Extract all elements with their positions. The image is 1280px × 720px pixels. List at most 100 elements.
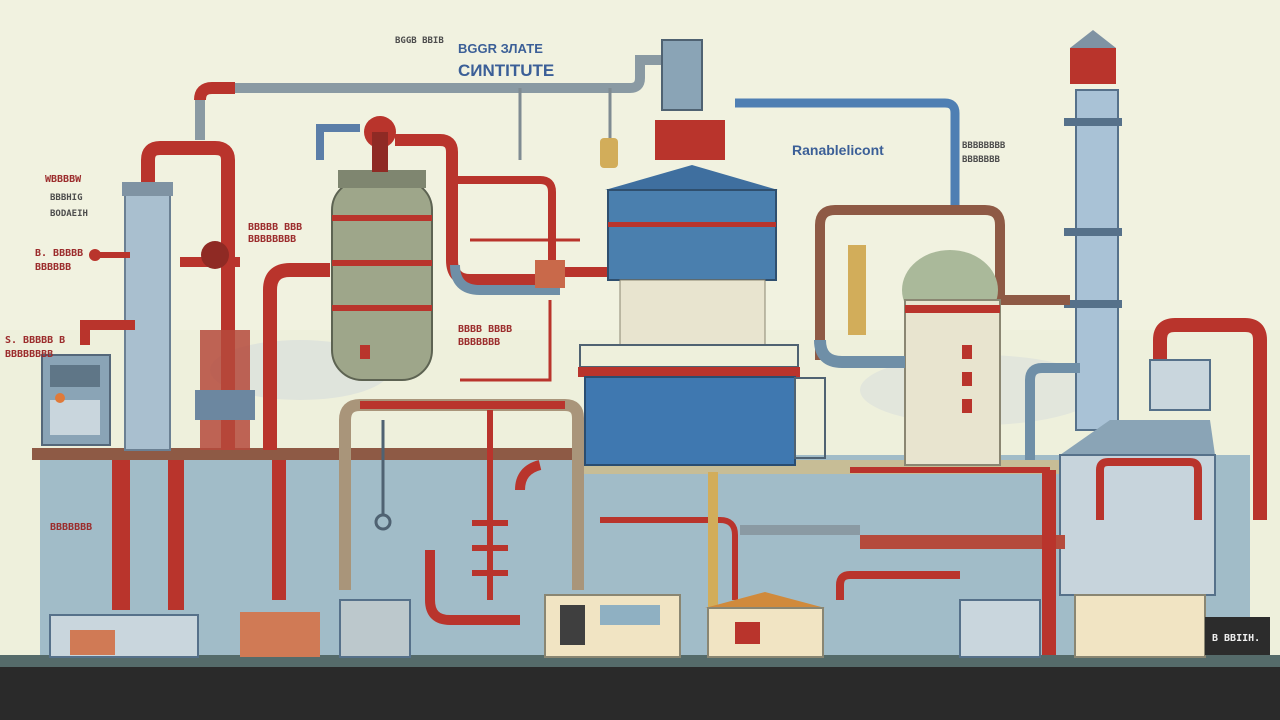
tower-stack (661, 39, 703, 111)
red-pipe-tank-feed (263, 263, 330, 450)
left-label-c-2: BBBBBBBB (5, 349, 53, 360)
reactor-body (904, 299, 1001, 466)
support-column (112, 460, 130, 610)
mid-label-b-2: BBBBBBB (458, 337, 500, 348)
green-tank (331, 179, 433, 381)
far-right-cabinet (1149, 359, 1211, 411)
left-label-a-3: BODAEIH (50, 209, 88, 219)
ladder-rung (472, 520, 508, 526)
support-column (708, 472, 718, 657)
red-pipe-small (80, 320, 135, 345)
blue-pipe-left (316, 124, 360, 160)
stack-lantern (1070, 48, 1116, 84)
valve-icon (201, 241, 229, 269)
support-column (168, 460, 184, 610)
tank-band (332, 260, 432, 266)
red-pipe-right-low (1096, 458, 1202, 520)
reactor-band (905, 305, 1000, 313)
left-label-b-2: BBBBBB (35, 262, 71, 273)
pump-unit (240, 612, 320, 657)
hub-valve (535, 260, 565, 288)
pump-casing (195, 390, 255, 420)
right-building (1059, 454, 1216, 596)
red-pipe-loop (452, 176, 556, 260)
left-label-a-1: WBBBBW (45, 174, 82, 185)
office-door (560, 605, 585, 645)
top-title-line-2: CИNTITUTE (458, 61, 554, 80)
tower-band (608, 222, 776, 227)
right-roof (1060, 420, 1215, 455)
steel-pipe-right-low (1025, 363, 1080, 460)
mid-label-a-2: BBBBBBBB (248, 234, 296, 245)
blue-pipe-right (735, 98, 960, 210)
hook-icon (374, 513, 392, 531)
left-label-b-1: B. BBBBB (35, 248, 83, 259)
red-riser-left (141, 141, 235, 450)
left-control-window (50, 365, 100, 387)
red-elbow-mid (515, 460, 542, 491)
brown-pipe-right (815, 205, 1070, 360)
gauge-icon (55, 393, 65, 403)
hanging-weight (600, 138, 618, 168)
tank-top-deck (338, 170, 426, 188)
right-small-label-2: BBBBBBB (962, 155, 1001, 165)
tank-valve-stem (372, 132, 388, 172)
brass-column (848, 245, 866, 335)
stack-cap (1070, 30, 1116, 48)
steel-pipe-hub (450, 264, 560, 295)
lower-left-label: BBBBBBB (50, 522, 92, 533)
left-label-c-1: S. BBBBB B (5, 335, 65, 346)
reactor-marker (962, 399, 972, 413)
tower-base (584, 376, 796, 466)
left-control-panel (50, 400, 100, 435)
right-title: Ranablelicont (792, 142, 884, 158)
left-column-cap (122, 182, 173, 196)
sign-board (1205, 617, 1270, 655)
tank-band (332, 305, 432, 311)
top-small-label: BGGB BBIB (395, 36, 444, 46)
steel-elbow-right (814, 339, 905, 368)
ground (0, 667, 1280, 720)
ground-office (1074, 594, 1206, 658)
support-column (272, 460, 286, 600)
tower-upper (607, 189, 777, 281)
support-column (1042, 470, 1056, 655)
stack-ring (1064, 300, 1122, 308)
ground-hut (959, 599, 1041, 658)
tower-valve-block (655, 120, 725, 160)
thin-red-line (460, 300, 552, 382)
left-column (124, 184, 171, 451)
tank-band (332, 215, 432, 221)
hut-sign (735, 622, 760, 644)
top-red-elbow (194, 82, 235, 101)
valve-icon (89, 249, 101, 261)
stack-ring (1064, 118, 1122, 126)
ground-hut (339, 599, 411, 658)
ground-hut (707, 607, 824, 658)
hut-panel (70, 630, 115, 655)
top-title-line-1: BGGR ЗЛАТЕ (458, 41, 543, 56)
right-stack (1075, 89, 1119, 431)
red-pipe-low (425, 550, 520, 625)
right-small-label-1: BBBBBBBB (962, 141, 1006, 151)
red-pipe-bottom (836, 571, 960, 600)
red-pipe-low-mid (600, 517, 738, 600)
mid-label-b-1: BBBB BBBB (458, 324, 512, 335)
tower-roof (605, 165, 778, 190)
ladder-rung (472, 545, 508, 551)
tank-marker (360, 345, 370, 359)
tower-deck (578, 367, 800, 377)
sign-board-text: B BBIIH. (1212, 633, 1260, 644)
mid-label-a-1: BBBBB BBB (248, 222, 302, 233)
red-deck (860, 535, 1065, 549)
red-loop-far-right (1153, 318, 1267, 520)
left-label-a-2: BBBHIG (50, 193, 83, 203)
stack-ring (1064, 228, 1122, 236)
reactor-marker (962, 345, 972, 359)
reactor-marker (962, 372, 972, 386)
tower-scaffold (794, 377, 826, 459)
ladder-rung (472, 570, 508, 576)
tower-middle (619, 279, 766, 346)
hut-roof (705, 592, 825, 608)
